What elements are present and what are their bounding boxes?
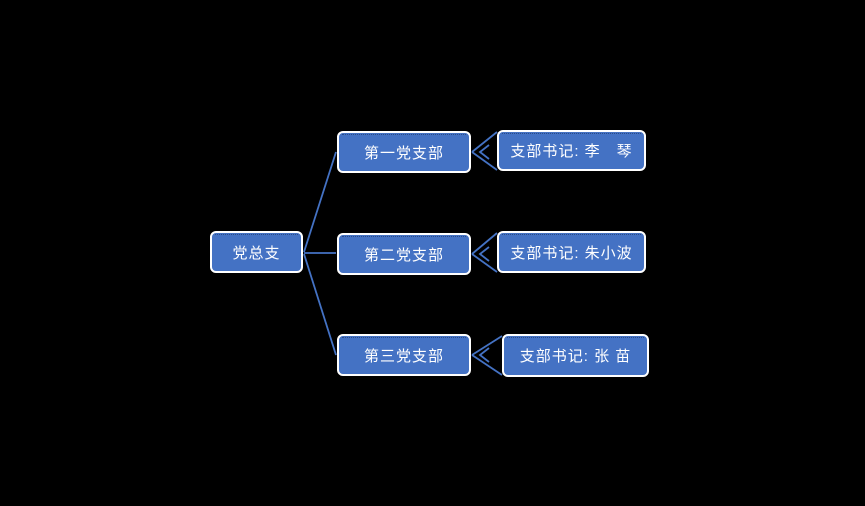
connector-sec3-top: [471, 335, 503, 356]
branch-node-2-label: 第二党支部: [363, 246, 444, 264]
branch-node-3-label: 第三党支部: [363, 347, 444, 365]
connector-sec1-top: [471, 131, 498, 153]
branch-node-1-label: 第一党支部: [363, 144, 444, 162]
branch-node-1[interactable]: 第一党支部: [337, 131, 471, 173]
connector-root-branch1: [303, 151, 337, 253]
secretary-node-3-label: 支部书记: 张 苗: [519, 348, 632, 365]
connector-sec2-top: [471, 232, 498, 255]
secretary-node-2-label: 支部书记: 朱小波: [510, 244, 633, 262]
arrowhead-branch3: [478, 347, 490, 363]
connector-sec3-bottom: [471, 354, 503, 376]
secretary-node-1[interactable]: 支部书记: 李 琴: [497, 130, 646, 171]
root-node-label: 党总支: [232, 244, 281, 262]
arrowhead-branch2: [478, 246, 490, 262]
secretary-node-1-label: 支部书记: 李 琴: [510, 143, 633, 160]
connector-sec1-bottom: [471, 151, 498, 171]
connector-sec2-bottom: [471, 253, 498, 273]
branch-node-2[interactable]: 第二党支部: [337, 233, 471, 275]
arrowhead-branch1: [478, 144, 490, 160]
connector-root-branch3: [303, 253, 337, 356]
secretary-node-2[interactable]: 支部书记: 朱小波: [497, 231, 646, 273]
root-node-party-general-branch[interactable]: 党总支: [210, 231, 303, 273]
branch-node-3[interactable]: 第三党支部: [337, 334, 471, 376]
secretary-node-3[interactable]: 支部书记: 张 苗: [502, 334, 649, 377]
